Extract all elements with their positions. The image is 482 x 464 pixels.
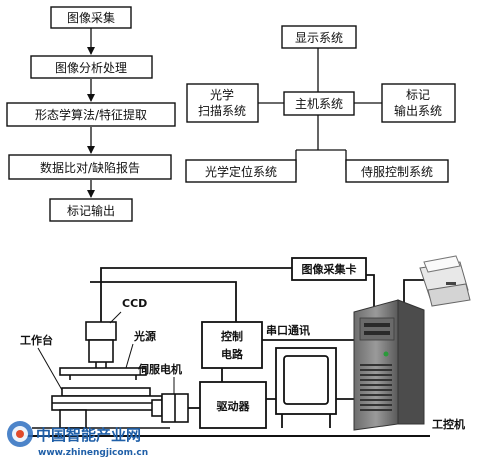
driver-box bbox=[199, 381, 267, 429]
system-marking-output-line2: 输出系统 bbox=[394, 103, 442, 118]
watermark-logo: 中国智能产业网 www.zhinengjicom.cn bbox=[7, 421, 148, 458]
servo-motor bbox=[151, 393, 189, 423]
ccd-label: CCD bbox=[122, 297, 147, 310]
flow-step-morphology-box bbox=[6, 102, 176, 127]
flow-step-analysis-box bbox=[30, 55, 153, 79]
ipc-tower-icon bbox=[353, 299, 425, 431]
workbench-label: 工作台 bbox=[20, 333, 53, 347]
flow-step-capture: 图像采集 bbox=[67, 10, 115, 25]
system-optical-scan-line2: 扫描系统 bbox=[198, 104, 246, 118]
system-servo-control-box bbox=[345, 159, 449, 183]
flow-step-output-box bbox=[49, 198, 133, 222]
ipc-label: 工控机 bbox=[432, 417, 465, 431]
system-display: 显示系统 bbox=[295, 31, 343, 45]
light-source bbox=[59, 367, 147, 380]
ccd-leader bbox=[109, 311, 122, 324]
serial-comm-label: 串口通讯 bbox=[266, 323, 310, 337]
flow-step-compare: 数据比对/缺陷报告 bbox=[40, 160, 140, 175]
system-display-box bbox=[281, 25, 357, 49]
control-circuit-line2: 电路 bbox=[221, 347, 244, 361]
capture-card-label: 图像采集卡 bbox=[302, 262, 357, 276]
servo-motor-label: 伺服电机 bbox=[137, 362, 182, 376]
watermark-logo-text: 中国智能产业网 bbox=[36, 426, 141, 444]
ccd-camera bbox=[85, 321, 117, 368]
system-marking-output-box bbox=[381, 83, 456, 123]
capture-card-box bbox=[291, 257, 367, 281]
flow-step-capture-box bbox=[50, 6, 132, 29]
flow-step-morphology: 形态学算法/特征提取 bbox=[35, 107, 147, 122]
light-source-leader bbox=[125, 343, 134, 369]
control-circuit-line1: 控制 bbox=[221, 329, 243, 343]
system-host: 主机系统 bbox=[295, 97, 343, 111]
monitor-icon bbox=[275, 347, 337, 428]
system-optical-scan-box bbox=[186, 83, 259, 123]
system-host-box bbox=[283, 91, 355, 116]
printer-icon bbox=[419, 255, 471, 307]
workbench-leader bbox=[37, 347, 63, 391]
system-servo-control: 侍服控制系统 bbox=[361, 165, 433, 179]
system-optical-position: 光学定位系统 bbox=[205, 164, 277, 179]
flow-step-analysis: 图像分析处理 bbox=[55, 61, 127, 75]
system-optical-position-box bbox=[185, 159, 297, 183]
system-marking-output-line1: 标记 bbox=[406, 88, 430, 102]
control-circuit-box bbox=[201, 321, 263, 369]
system-optical-scan-line1: 光学 bbox=[210, 87, 234, 102]
workbench bbox=[32, 387, 170, 429]
watermark-url: www.zhinengjicom.cn bbox=[38, 448, 148, 458]
flow-step-compare-box bbox=[8, 154, 172, 180]
flow-step-output: 标记输出 bbox=[67, 203, 115, 218]
light-source-label: 光源 bbox=[133, 329, 156, 343]
driver-label: 驱动器 bbox=[217, 399, 251, 413]
